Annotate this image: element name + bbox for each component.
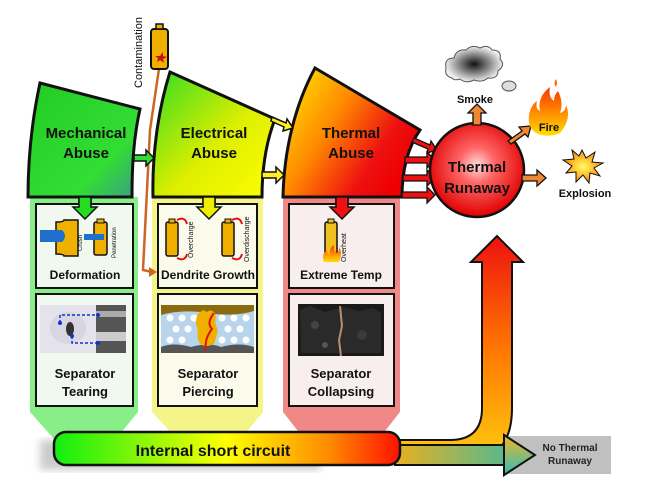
separator-piercing-line2: Piercing <box>182 384 233 399</box>
separator-piercing-line1: Separator <box>178 366 239 381</box>
extreme-temp-label: Extreme Temp <box>300 268 382 282</box>
to-runaway-arrow <box>394 234 526 463</box>
separator-collapsing-line1: Separator <box>311 366 372 381</box>
dendrite-growth-label: Dendrite Growth <box>161 268 255 282</box>
thermal-abuse-line2: Abuse <box>328 145 374 162</box>
battery-icon <box>150 28 169 70</box>
separator-pores <box>166 314 250 344</box>
separator-tearing-line2: Tearing <box>62 384 108 399</box>
crush-label: Crush <box>78 235 84 251</box>
separator-collapsing-image <box>298 304 384 357</box>
internal-short-circuit-label: Internal short circuit <box>136 443 291 460</box>
to-fire-arrow <box>506 125 532 145</box>
overcharge-icon: Overcharge <box>165 217 195 261</box>
separator-tearing-line1: Separator <box>55 366 116 381</box>
overcharge-label: Overcharge <box>188 221 195 258</box>
elec-to-therm-arrow-bottom <box>261 165 286 185</box>
mechanical-abuse-line2: Abuse <box>63 145 109 162</box>
elec-down-arrow-head <box>195 196 223 221</box>
explosion-icon <box>561 148 605 185</box>
internal-short-circuit-bar <box>52 430 402 467</box>
smoke-icon <box>445 45 517 92</box>
overdischarge-icon: Overdischarge <box>221 216 251 262</box>
separator-collapsing-line2: Collapsing <box>308 384 375 399</box>
contamination-particle-icon <box>155 52 167 63</box>
overheat-icon: Overheat <box>323 218 348 262</box>
no-runaway-line2: Runaway <box>548 456 592 467</box>
no-runaway-line1: No Thermal <box>542 443 597 454</box>
mech-down-arrow-head <box>71 196 99 221</box>
contamination-label: Contamination <box>133 17 145 88</box>
separator-tearing-image <box>40 305 126 353</box>
therm-down-arrow-head <box>328 196 356 221</box>
smoke-label: Smoke <box>457 94 493 106</box>
thermal-runaway-line2: Runaway <box>444 180 511 197</box>
thermal-runaway-line1: Thermal <box>448 159 506 176</box>
overdischarge-label: Overdischarge <box>244 216 251 262</box>
deformation-label: Deformation <box>50 268 121 282</box>
fire-icon <box>528 79 568 136</box>
crush-icon: Crush <box>40 219 84 257</box>
overheat-label: Overheat <box>341 233 348 262</box>
separator-piercing-image <box>161 305 254 353</box>
explosion-label: Explosion <box>559 188 612 200</box>
no-runaway-arrowhead <box>503 433 537 477</box>
fire-label: Fire <box>539 122 559 134</box>
thermal-abuse-block <box>281 65 423 199</box>
electrical-abuse-block <box>151 69 277 199</box>
electrical-abuse-line1: Electrical <box>181 125 248 142</box>
electrical-abuse-line2: Abuse <box>191 145 237 162</box>
mechanical-abuse-line1: Mechanical <box>46 125 127 142</box>
thermal-abuse-line1: Thermal <box>322 125 380 142</box>
to-explosion-arrow <box>521 168 547 188</box>
penetration-icon: Penetration <box>84 218 118 258</box>
penetration-label: Penetration <box>112 227 118 258</box>
contamination: Contamination <box>133 17 169 277</box>
elec-to-therm-arrow-top <box>270 115 295 133</box>
mech-to-elec-arrow <box>133 148 156 168</box>
to-smoke-arrow <box>466 103 488 126</box>
